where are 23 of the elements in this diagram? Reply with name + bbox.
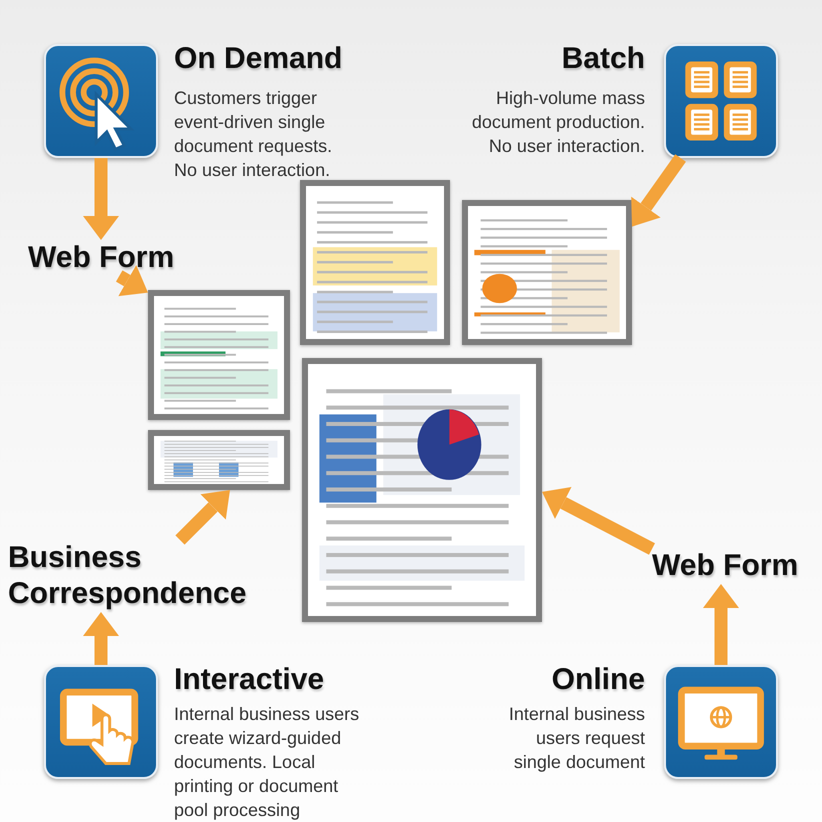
flow-label: Business Correspondence xyxy=(8,540,253,612)
arrow xyxy=(116,265,148,296)
document-thumbnail xyxy=(148,430,290,490)
document-thumbnail xyxy=(462,200,632,345)
mode-heading: Batch xyxy=(560,42,645,76)
flow-label: Web Form xyxy=(28,240,178,276)
flow-label: Web Form xyxy=(652,548,802,584)
arrow xyxy=(175,490,230,545)
document-thumbnail xyxy=(300,180,450,345)
document-thumbnail xyxy=(302,358,542,622)
arrow xyxy=(703,584,739,665)
arrow xyxy=(83,158,119,240)
mode-description: Internal business users create wizard-guided documents. Local printing or document pool processing xyxy=(174,703,360,822)
arrow xyxy=(83,612,119,665)
mode-description: Internal business users request single document xyxy=(508,703,645,774)
mode-heading: Interactive xyxy=(174,663,326,697)
arrow xyxy=(631,154,686,227)
mode-description: High-volume mass document production. No user interaction. xyxy=(470,87,645,158)
mode-heading: Online xyxy=(550,663,645,697)
document-thumbnail xyxy=(148,290,290,420)
mode-description: Customers trigger event-driven single document requests. No user interaction. xyxy=(174,87,334,182)
mode-heading: On Demand xyxy=(174,42,344,76)
arrow xyxy=(542,486,655,555)
